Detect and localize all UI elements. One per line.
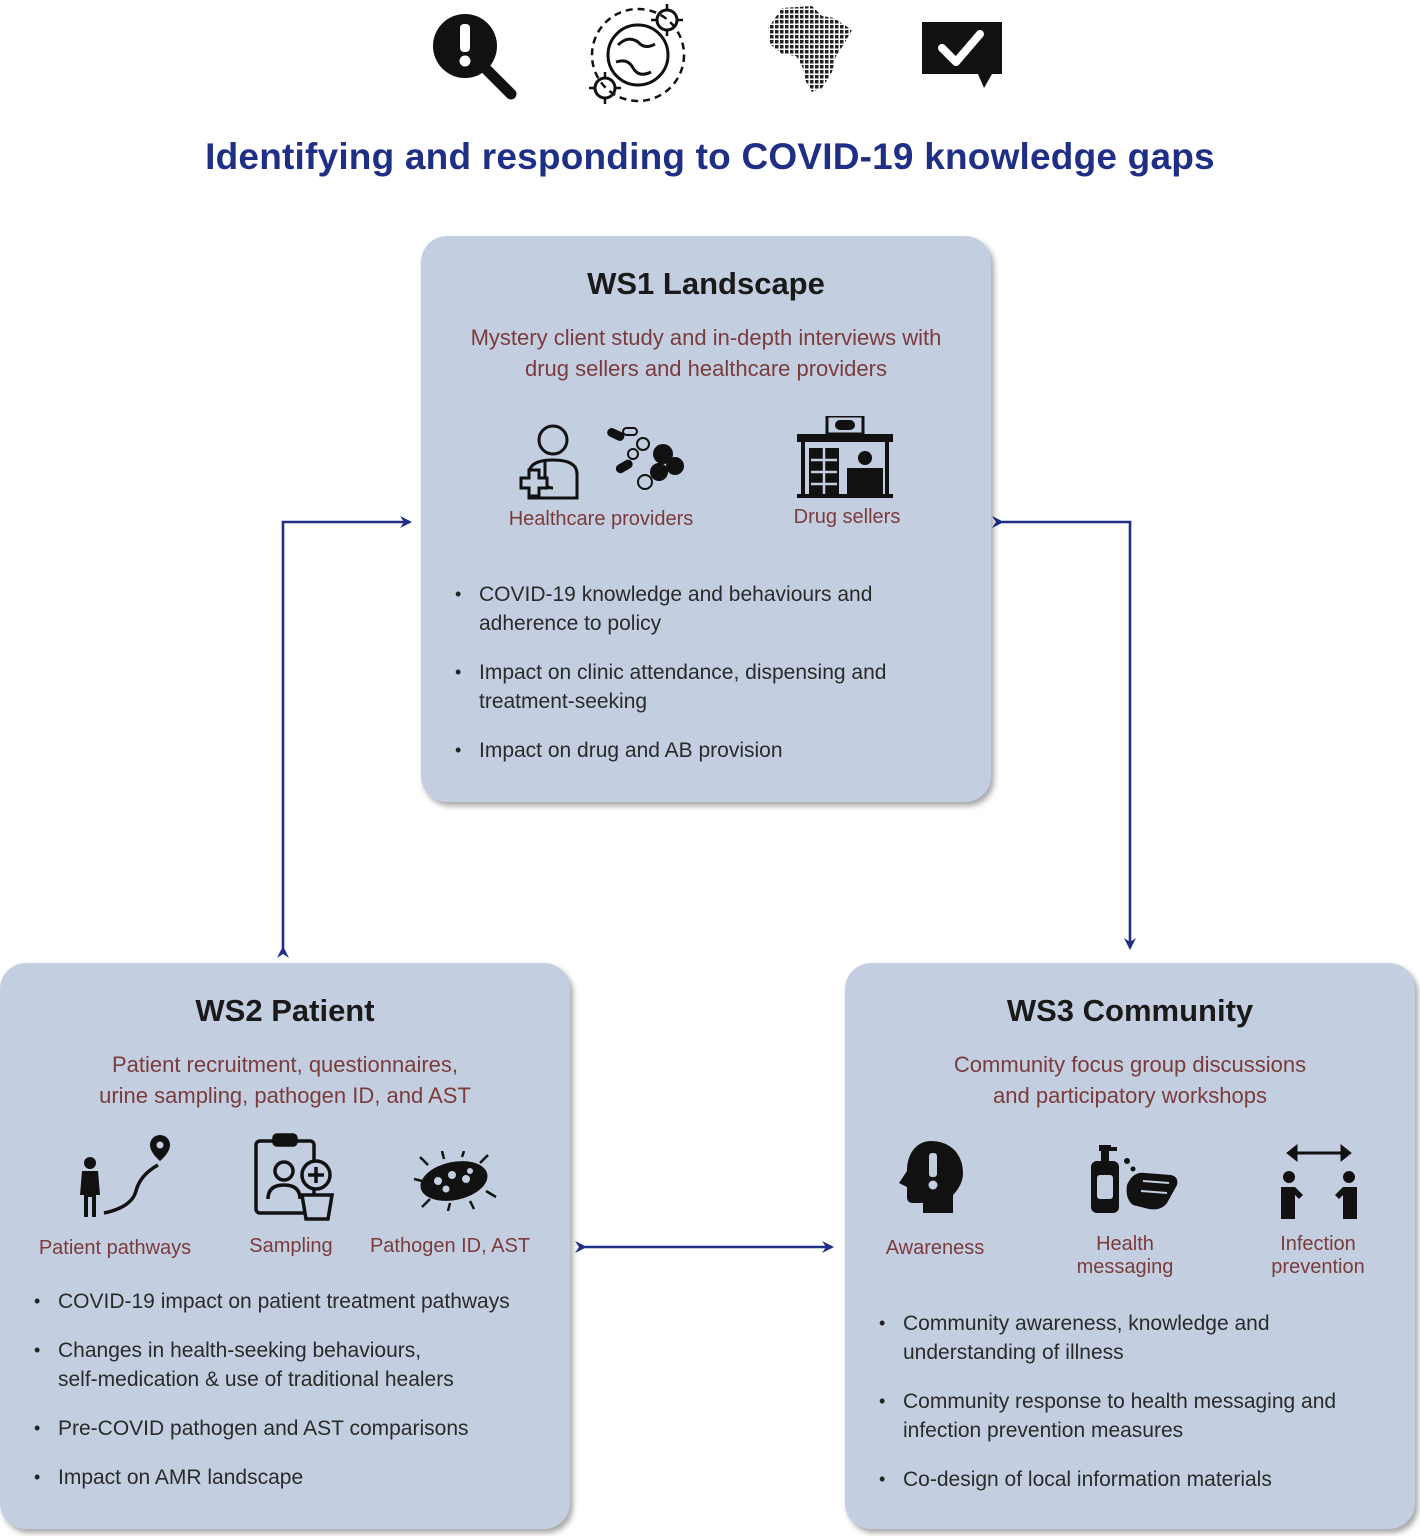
sampling-icon	[254, 1133, 335, 1221]
page-title: Identifying and responding to COVID-19 k…	[205, 136, 1215, 177]
ws2-bullet-list: COVID-19 impact on patient treatment pat…	[34, 1287, 564, 1512]
ws3-description-line1: Community focus group discussions	[953, 1052, 1307, 1077]
handwash-icon	[1091, 1145, 1178, 1213]
list-item: Co-design of local information materials	[879, 1465, 1409, 1494]
ws2-icon-label-sampling: Sampling	[249, 1235, 333, 1257]
distancing-icon	[1281, 1143, 1357, 1219]
doctor-icon	[519, 424, 579, 500]
ws2-title: WS2 Patient	[195, 993, 375, 1028]
ws3-description: Community focus group discussions and pa…	[845, 1049, 1415, 1111]
ws2-description-line1: Patient recruitment, questionnaires,	[111, 1052, 459, 1077]
ws1-bullet-list: COVID-19 knowledge and behaviours andadh…	[455, 580, 975, 785]
pharmacy-icon	[797, 416, 893, 498]
list-item: Impact on drug and AB provision	[455, 736, 975, 765]
ws3-icon-label-infection-prevention: Infection prevention	[1271, 1233, 1365, 1278]
list-item: Community awareness, knowledge andunders…	[879, 1309, 1409, 1367]
ws3-box: WS3 Community Community focus group disc…	[845, 963, 1415, 1529]
ws2-icon-label-pathways: Patient pathways	[38, 1237, 192, 1259]
ws1-description-line2: drug sellers and healthcare providers	[525, 356, 887, 381]
ws1-icon-label-healthcare: Healthcare providers	[508, 508, 694, 530]
ws3-icon-label-awareness: Awareness	[885, 1237, 985, 1259]
ws1-description: Mystery client study and in-depth interv…	[421, 322, 991, 384]
arrow-ws1-ws3	[992, 516, 1136, 950]
list-item: Changes in health-seeking behaviours,sel…	[34, 1336, 564, 1394]
ws2-description-line2: urine sampling, pathogen ID, and AST	[99, 1083, 471, 1108]
ws3-description-line2: and participatory workshops	[993, 1083, 1267, 1108]
arrow-ws1-ws2	[277, 516, 412, 958]
checkmark-speech-icon	[918, 0, 1008, 110]
list-item: Community response to health messaging a…	[879, 1387, 1409, 1445]
list-item: Impact on AMR landscape	[34, 1463, 564, 1492]
globe-virus-icon	[583, 0, 693, 110]
ws1-icon-label-drug-sellers: Drug sellers	[793, 506, 901, 528]
head-alert-icon	[899, 1141, 963, 1213]
ws3-title: WS3 Community	[1006, 993, 1254, 1028]
ws2-description: Patient recruitment, questionnaires, uri…	[0, 1049, 570, 1111]
ws1-box: WS1 Landscape Mystery client study and i…	[421, 236, 991, 802]
list-item: Pre-COVID pathogen and AST comparisons	[34, 1414, 564, 1443]
ws3-bullet-list: Community awareness, knowledge andunders…	[879, 1309, 1409, 1514]
bacteria-icon	[414, 1151, 497, 1211]
ws1-title: WS1 Landscape	[587, 266, 825, 301]
ws1-description-line1: Mystery client study and in-depth interv…	[470, 325, 942, 350]
list-item: Impact on clinic attendance, dispensing …	[455, 658, 975, 716]
patient-pathway-icon	[80, 1135, 170, 1217]
pills-icon	[607, 427, 684, 490]
africa-map-icon	[760, 0, 860, 110]
ws2-icon-label-pathogen: Pathogen ID, AST	[369, 1235, 531, 1257]
ws2-box: WS2 Patient Patient recruitment, questio…	[0, 963, 570, 1529]
list-item: COVID-19 impact on patient treatment pat…	[34, 1287, 564, 1316]
search-alert-icon	[425, 0, 521, 110]
list-item: COVID-19 knowledge and behaviours andadh…	[455, 580, 975, 638]
ws3-icon-label-health-messaging: Health messaging	[1076, 1233, 1174, 1278]
